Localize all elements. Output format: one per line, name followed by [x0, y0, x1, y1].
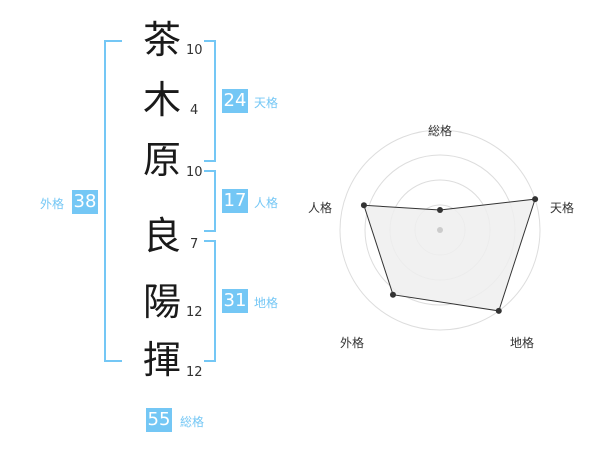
radar-label-chikaku: 地格: [510, 336, 535, 350]
stroke-count-6: 12: [186, 365, 203, 380]
radar-chart: [339, 129, 541, 331]
stroke-count-3: 10: [186, 165, 203, 180]
jinkaku-label: 人格: [254, 196, 279, 210]
soukaku-badge: 55: [146, 408, 172, 432]
tenkaku-label: 天格: [254, 96, 279, 110]
radar-label-soukaku: 総格: [428, 124, 453, 138]
stroke-count-2: 4: [190, 103, 199, 118]
chikaku-label: 地格: [254, 296, 279, 310]
gaikaku-badge: 38: [72, 190, 98, 214]
radar-label-jinkaku: 人格: [308, 201, 333, 215]
radar-point-5: [360, 202, 367, 209]
radar-point-2: [532, 196, 539, 203]
radar-point-4: [389, 291, 396, 298]
gaikaku-bracket: [104, 40, 122, 362]
name-char-5: 陽: [142, 280, 181, 324]
stroke-count-4: 7: [190, 237, 199, 252]
name-char-4: 良: [142, 214, 181, 258]
chikaku-badge: 31: [222, 289, 248, 313]
stroke-count-1: 10: [186, 43, 203, 58]
radar-point-1: [437, 207, 443, 213]
radar-area: [363, 198, 536, 312]
name-char-1: 茶: [142, 18, 181, 62]
tenkaku-badge: 24: [222, 89, 248, 113]
radar-point-3: [495, 307, 502, 314]
name-char-2: 木: [142, 78, 181, 122]
chikaku-bracket: [204, 240, 216, 362]
name-char-3: 原: [142, 138, 181, 182]
tenkaku-bracket: [204, 40, 216, 162]
jinkaku-bracket: [204, 170, 216, 232]
name-char-6: 揮: [142, 338, 181, 382]
soukaku-label: 総格: [180, 415, 205, 429]
radar-label-tenkaku: 天格: [550, 201, 575, 215]
radar-center-dot: [437, 227, 443, 233]
jinkaku-badge: 17: [222, 189, 248, 213]
radar-ring: [339, 129, 541, 331]
stroke-count-5: 12: [186, 305, 203, 320]
radar-label-gaikaku: 外格: [340, 336, 365, 350]
gaikaku-label: 外格: [40, 197, 65, 211]
